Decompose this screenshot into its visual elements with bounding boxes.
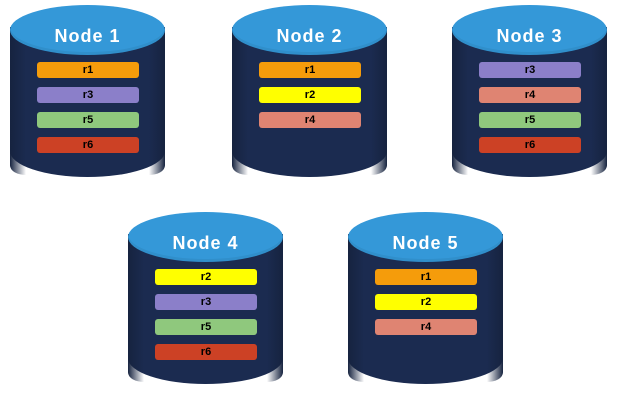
replica-bar-r3[interactable]: r3 xyxy=(479,62,581,78)
cylinder-top-ellipse-icon xyxy=(232,5,387,55)
replica-bar-r6[interactable]: r6 xyxy=(37,137,139,153)
replica-list: r2 r3 r5 r6 xyxy=(155,269,257,360)
cylinder-top-ellipse-icon xyxy=(348,212,503,262)
replica-list: r1 r3 r5 r6 xyxy=(37,62,139,153)
replica-bar-r1[interactable]: r1 xyxy=(37,62,139,78)
cylinder-top-ellipse-icon xyxy=(10,5,165,55)
replica-bar-r4[interactable]: r4 xyxy=(375,319,477,335)
node-label: Node 1 xyxy=(54,25,121,46)
replica-list: r1 r2 r4 xyxy=(375,269,477,335)
replica-bar-r3[interactable]: r3 xyxy=(155,294,257,310)
replica-list: r3 r4 r5 r6 xyxy=(479,62,581,153)
replica-bar-r2[interactable]: r2 xyxy=(375,294,477,310)
node-label: Node 5 xyxy=(392,232,459,253)
replica-bar-r5[interactable]: r5 xyxy=(37,112,139,128)
replica-bar-r1[interactable]: r1 xyxy=(375,269,477,285)
replica-bar-r6[interactable]: r6 xyxy=(155,344,257,360)
replica-bar-r5[interactable]: r5 xyxy=(479,112,581,128)
node-label: Node 3 xyxy=(496,25,563,46)
replica-bar-r2[interactable]: r2 xyxy=(259,87,361,103)
replica-list: r1 r2 r4 xyxy=(259,62,361,128)
replica-bar-r4[interactable]: r4 xyxy=(479,87,581,103)
replica-bar-r4[interactable]: r4 xyxy=(259,112,361,128)
node-label: Node 4 xyxy=(172,232,239,253)
replica-bar-r5[interactable]: r5 xyxy=(155,319,257,335)
database-node-4[interactable]: Node 4 r2 r3 r5 r6 xyxy=(128,212,283,390)
node-label: Node 2 xyxy=(276,25,343,46)
replica-bar-r6[interactable]: r6 xyxy=(479,137,581,153)
cylinder-top-ellipse-icon xyxy=(128,212,283,262)
database-node-1[interactable]: Node 1 r1 r3 r5 r6 xyxy=(10,5,165,187)
database-node-2[interactable]: Node 2 r1 r2 r4 xyxy=(232,5,387,187)
replica-bar-r3[interactable]: r3 xyxy=(37,87,139,103)
database-node-5[interactable]: Node 5 r1 r2 r4 xyxy=(348,212,503,390)
cylinder-top-ellipse-icon xyxy=(452,5,607,55)
database-node-3[interactable]: Node 3 r3 r4 r5 r6 xyxy=(452,5,607,187)
replica-bar-r1[interactable]: r1 xyxy=(259,62,361,78)
replica-bar-r2[interactable]: r2 xyxy=(155,269,257,285)
